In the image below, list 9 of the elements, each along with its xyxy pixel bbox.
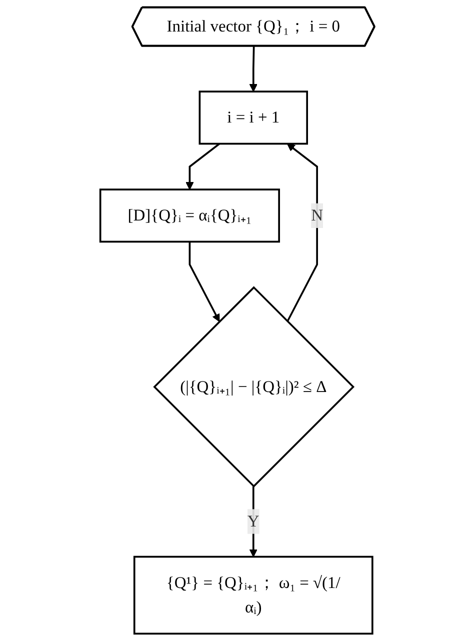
arrow bbox=[185, 143, 220, 190]
node-box: {Q¹} = {Q}ᵢ₊₁； ω₁ = √(1/αᵢ) bbox=[133, 556, 373, 635]
arrow bbox=[248, 46, 258, 92]
node-box: i = i + 1 bbox=[198, 90, 308, 145]
edge-label: N bbox=[310, 206, 323, 224]
edge-label: Y bbox=[247, 512, 259, 530]
node-diamond: (|{Q}ᵢ₊₁| − |{Q}ᵢ|)² ≤ Δ bbox=[152, 286, 354, 488]
arrow bbox=[188, 242, 220, 322]
node-box: [D]{Q}ᵢ = αᵢ{Q}ᵢ₊₁ bbox=[99, 188, 280, 243]
